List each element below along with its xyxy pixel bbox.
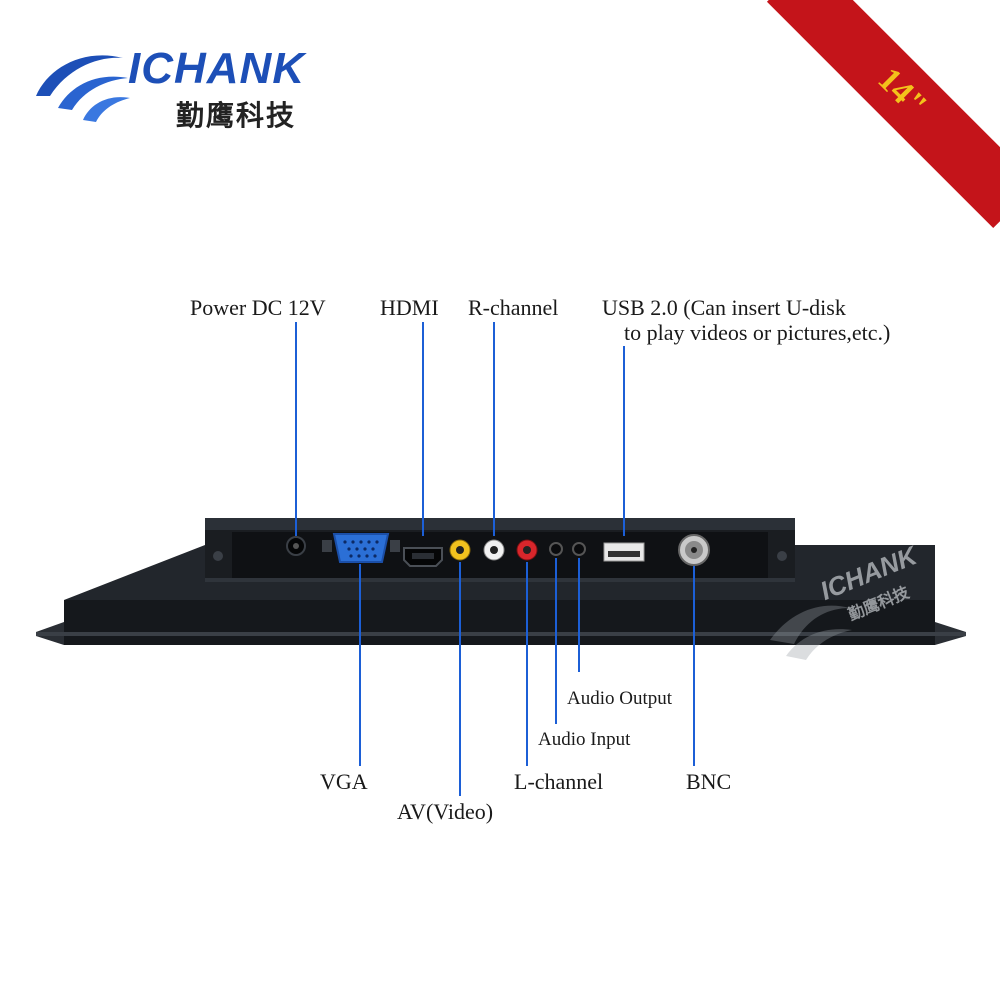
label-av-video: AV(Video): [397, 799, 494, 824]
label-vga: VGA: [320, 769, 368, 794]
audio-output-jack-icon: [572, 542, 586, 556]
leader-line-power: [295, 322, 297, 536]
leader-line-l-channel: [526, 562, 528, 766]
leader-line-bnc: [693, 566, 695, 766]
logo-swoosh-icon: [36, 55, 130, 122]
r-channel-jack-icon: [483, 539, 505, 561]
l-channel-jack-icon: [516, 539, 538, 561]
leader-line-audio-input: [555, 558, 557, 724]
power-dc-jack-icon: [286, 536, 306, 556]
leader-line-r-channel: [493, 322, 495, 536]
label-hdmi: HDMI: [380, 295, 439, 320]
label-usb-line1: USB 2.0 (Can insert U-disk: [602, 295, 846, 320]
leader-line-hdmi: [422, 322, 424, 536]
vga-port-icon: [322, 533, 400, 563]
label-r-channel: R-channel: [468, 295, 559, 320]
label-audio-output: Audio Output: [567, 688, 673, 709]
usb-port-icon: [603, 542, 645, 562]
watermark-logo-icon: [770, 605, 852, 660]
label-audio-input: Audio Input: [538, 729, 631, 750]
audio-input-jack-icon: [549, 542, 563, 556]
hdmi-port-icon: [403, 547, 443, 567]
leader-line-usb: [623, 346, 625, 536]
logo-text: ICHANK: [128, 44, 306, 93]
logo-chinese-text: 勤鹰科技: [176, 99, 297, 132]
leader-line-audio-output: [578, 558, 580, 672]
leader-line-vga: [359, 564, 361, 766]
bnc-connector-icon: [678, 534, 710, 566]
label-power: Power DC 12V: [190, 295, 326, 320]
io-panel-top: [205, 518, 795, 532]
label-bnc: BNC: [686, 769, 732, 794]
label-l-channel: L-channel: [514, 769, 604, 794]
label-usb-line2: to play videos or pictures,etc.): [624, 320, 891, 345]
brand-logo: ICHANK 勤鹰科技: [28, 38, 304, 132]
leader-line-av: [459, 562, 461, 796]
av-video-jack-icon: [449, 539, 471, 561]
